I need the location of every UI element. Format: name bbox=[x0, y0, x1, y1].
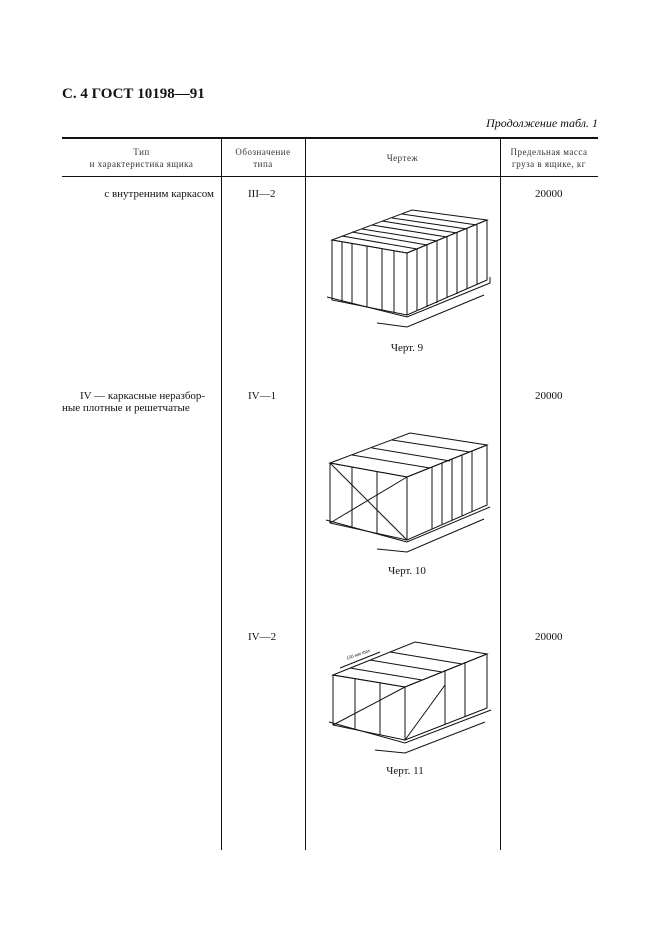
table-continuation-label: Продолжение табл. 1 bbox=[486, 116, 598, 130]
row-designation: IV—2 bbox=[248, 631, 277, 643]
header-line: Чертеж bbox=[386, 153, 419, 163]
drawing-caption: Черт. 10 bbox=[388, 565, 426, 577]
row-max-mass: 20000 bbox=[535, 390, 563, 402]
column-divider bbox=[500, 138, 501, 850]
header-line: груза в ящике, кг bbox=[512, 159, 586, 169]
row-type: с внутренним каркасом bbox=[104, 188, 214, 200]
crate-drawing-10 bbox=[325, 432, 491, 553]
drawing-caption: Черт. 11 bbox=[386, 765, 424, 777]
dimension-label: 150 мм max bbox=[346, 648, 372, 661]
column-header-type: Тип и характеристика ящика bbox=[62, 146, 221, 170]
row-designation: III—2 bbox=[248, 188, 276, 200]
row-max-mass: 20000 bbox=[535, 188, 563, 200]
header-line: типа bbox=[253, 159, 273, 169]
table-top-rule bbox=[62, 137, 598, 139]
column-header-max-mass: Предельная масса груза в ящике, кг bbox=[500, 146, 598, 170]
header-line: и характеристика ящика bbox=[89, 159, 194, 169]
table-header-rule bbox=[62, 176, 598, 177]
column-divider bbox=[305, 138, 306, 850]
drawing-caption: Черт. 9 bbox=[390, 342, 424, 354]
row-designation: IV—1 bbox=[248, 390, 277, 402]
page-title: С. 4 ГОСТ 10198—91 bbox=[62, 86, 205, 102]
crate-drawing-11: 150 мм max bbox=[328, 641, 492, 754]
column-header-drawing: Чертеж bbox=[305, 152, 500, 164]
header-line: Обозначение bbox=[235, 147, 291, 157]
column-header-designation: Обозначение типа bbox=[221, 146, 305, 170]
row-type: IV — каркасные неразбор- ные плотные и р… bbox=[62, 390, 221, 414]
type-line: IV — каркасные неразбор- bbox=[80, 390, 206, 402]
row-max-mass: 20000 bbox=[535, 631, 563, 643]
header-line: Тип bbox=[133, 147, 150, 157]
header-line: Предельная масса bbox=[510, 147, 588, 157]
crate-drawing-9 bbox=[326, 209, 491, 328]
column-divider bbox=[221, 138, 222, 850]
type-line: ные плотные и решетчатые bbox=[62, 402, 190, 414]
